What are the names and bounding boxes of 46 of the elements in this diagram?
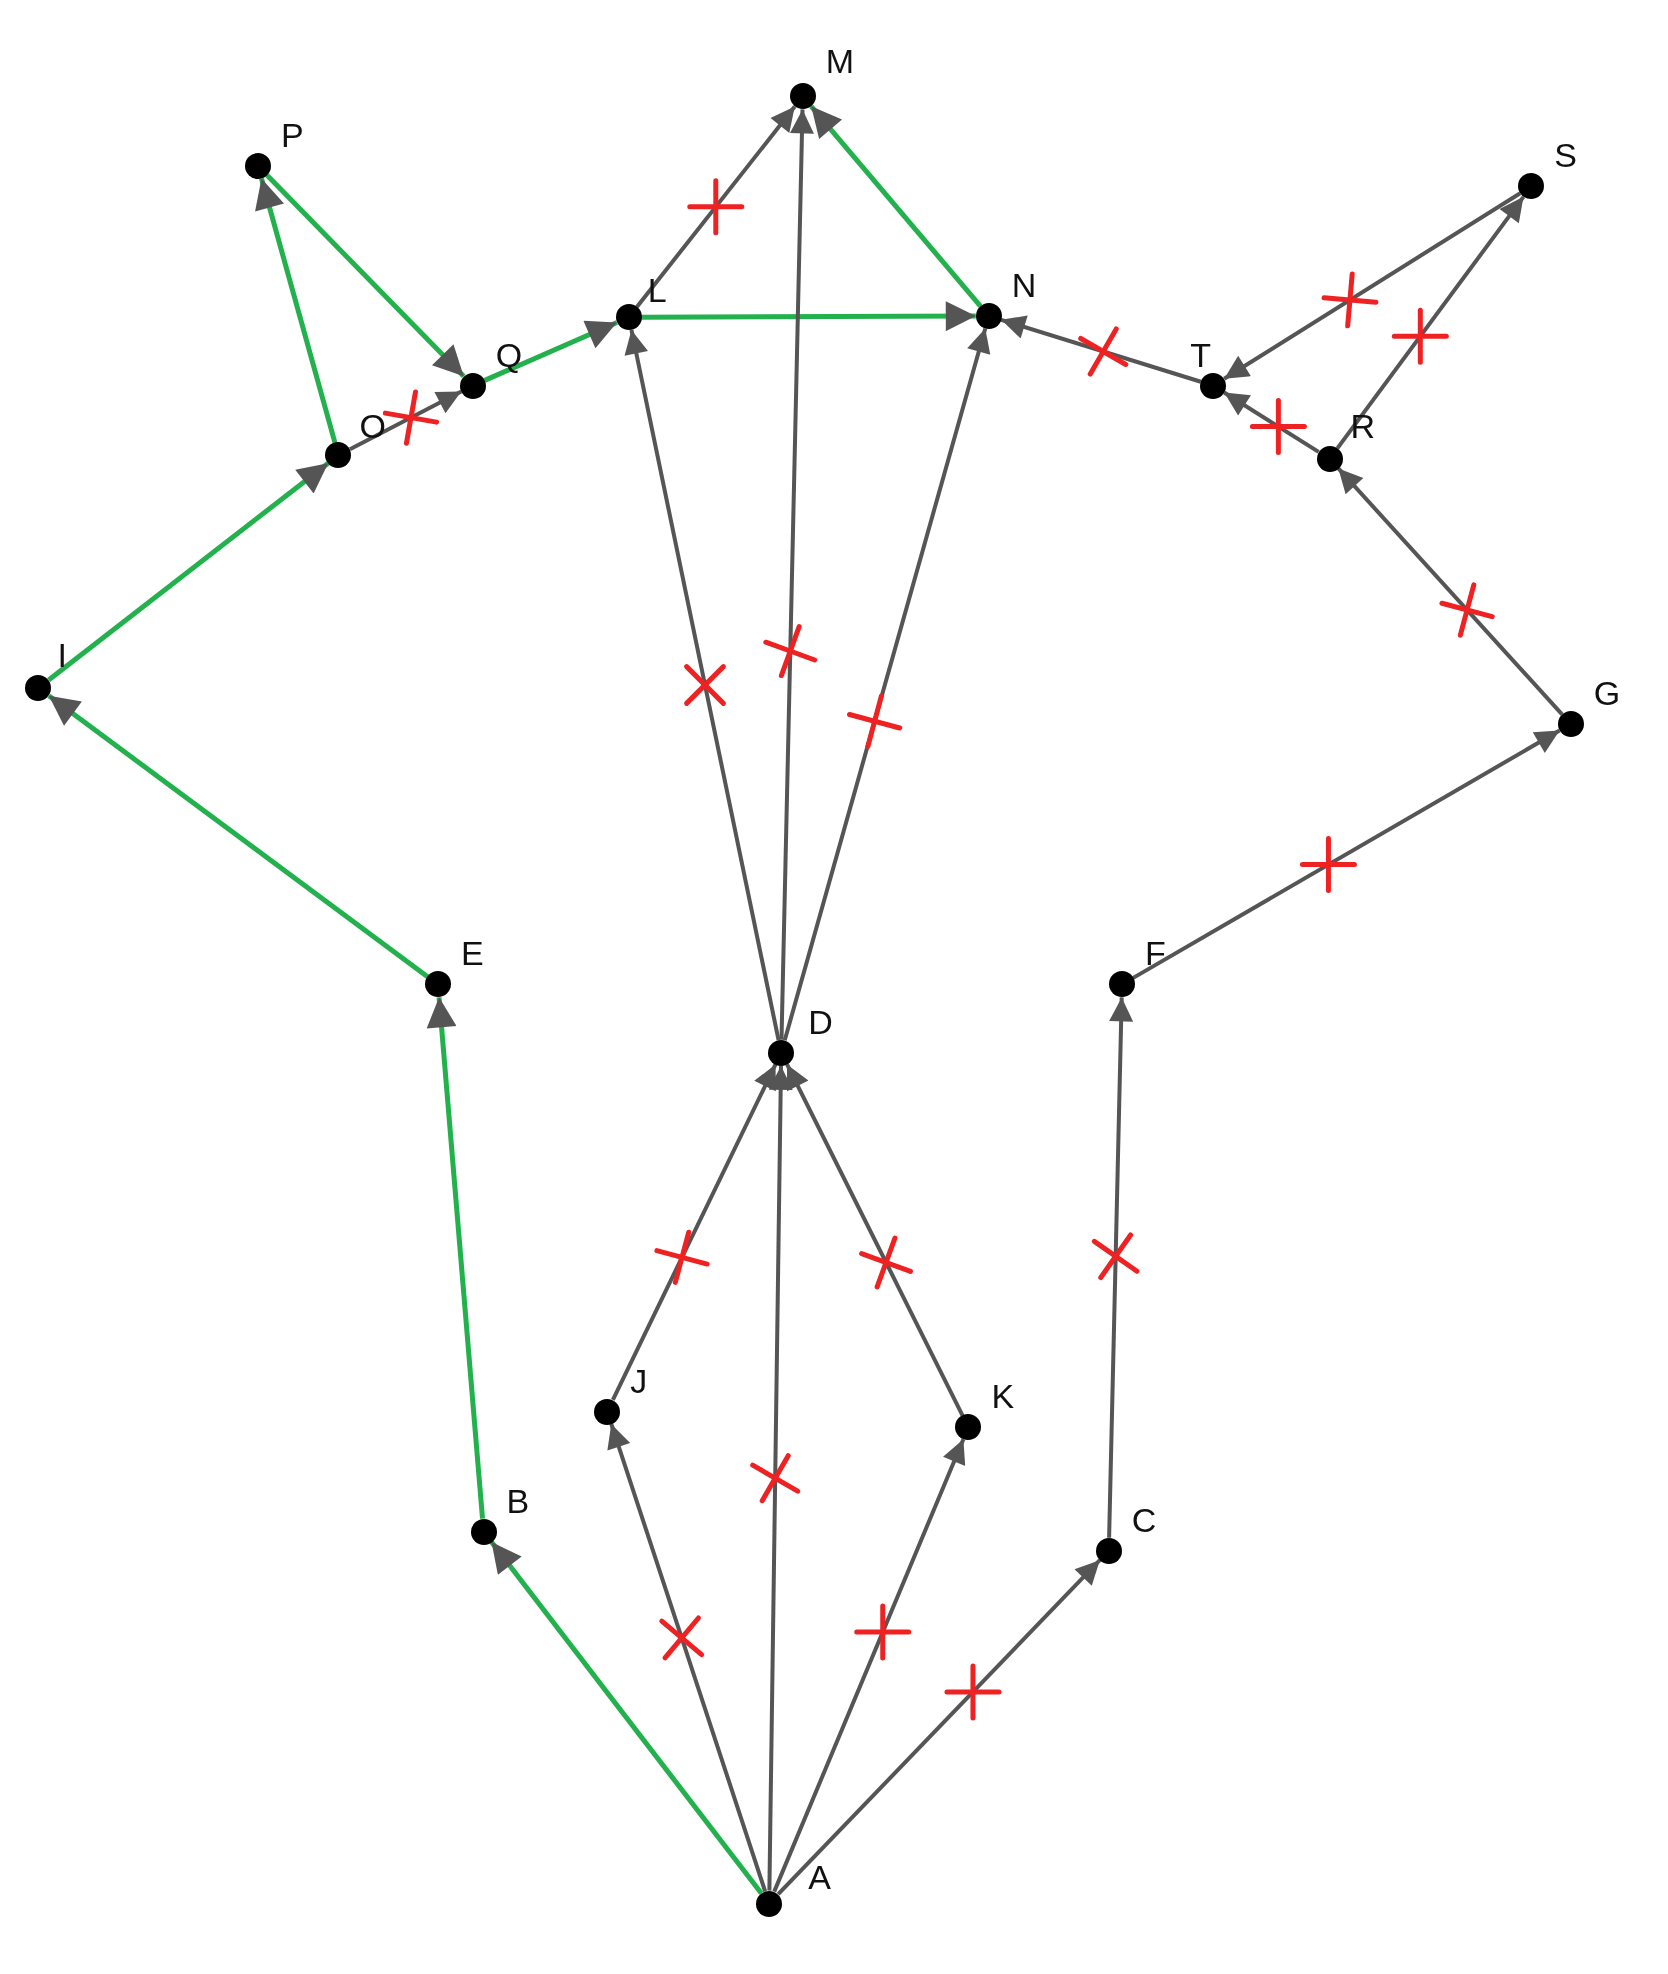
point-label: O [359,409,386,444]
arrow [779,109,814,1040]
point-label: N [1011,268,1037,302]
arrow [782,327,991,1041]
point-label: M [825,44,855,79]
arrow [1000,315,1202,384]
point-label: C [1131,1502,1157,1537]
arrow [607,1423,768,1892]
arrow [785,1063,965,1417]
arrow [1132,728,1561,980]
point-label: B [506,1483,530,1518]
arrow [624,329,781,1041]
point-label: R [1350,408,1376,443]
arrow [809,104,983,308]
arrow [47,461,330,682]
arrow [489,1540,764,1895]
arrow [349,389,463,451]
arrow [255,177,338,444]
point-label: L [647,273,667,308]
point-label: I [57,638,67,672]
arrow [47,693,430,979]
point-label: G [1593,676,1621,710]
point-label: T [1190,337,1211,372]
arrow [776,1558,1102,1896]
point-label: K [991,1379,1015,1414]
point-label: E [461,936,484,971]
arrow [767,1065,793,1891]
arrow [1223,191,1522,381]
arrow [1223,390,1320,454]
arrow [265,173,466,379]
arrow [641,301,976,332]
point-label: J [630,1363,648,1398]
arrow [772,1438,966,1893]
point-label: S [1554,138,1577,173]
point-label: F [1145,936,1166,971]
arrow [1336,467,1564,716]
arrow [635,105,797,309]
point-label: D [808,1004,833,1039]
point-label: P [281,118,304,152]
arrow [1335,195,1526,450]
point-label: Q [495,337,523,372]
arrow [1107,997,1134,1538]
point-label: A [808,1859,831,1894]
arrow [611,1063,778,1401]
arrow [426,997,485,1519]
arrow [483,320,618,383]
